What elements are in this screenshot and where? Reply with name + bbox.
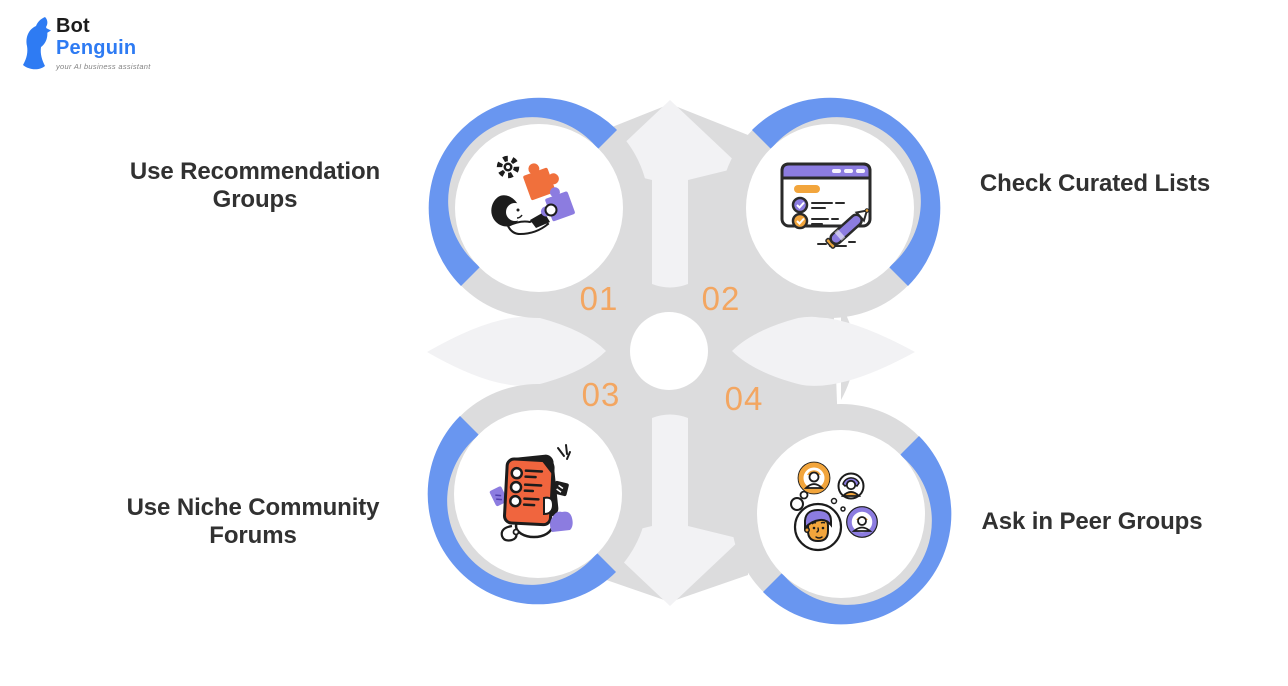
orange-board [503, 457, 555, 527]
step-label-1: Use Recommendation Groups [129, 158, 381, 214]
gripping-fingers [543, 496, 555, 516]
hair [803, 508, 832, 531]
center-hub [630, 312, 708, 390]
browser-header [780, 162, 872, 180]
check-circle-orange [791, 212, 809, 230]
puzzle-teamwork-illustration [491, 155, 575, 236]
title-pill [794, 185, 820, 193]
avatar-orange-ring [797, 461, 831, 495]
step-label-3: Use Niche Community Forums [126, 494, 380, 550]
star-point-south [599, 414, 741, 606]
logo-tagline: your AI business assistant [56, 62, 151, 71]
ring-blue-step4 [763, 436, 952, 625]
star-leaf-west [427, 316, 606, 386]
step-label-2: Check Curated Lists [979, 170, 1211, 197]
puzzle-piece-orange [523, 163, 559, 201]
connector-dot [840, 506, 846, 512]
clipboard-tasks-illustration [489, 444, 573, 542]
avatar-purple-ring [846, 506, 878, 538]
star-point-north [599, 100, 741, 288]
gear-icon [496, 155, 520, 179]
connector-dot [830, 497, 838, 505]
step-number-3: 03 [582, 376, 621, 413]
purple-mitt [550, 511, 573, 532]
star-leaf-east [732, 316, 915, 386]
main-face-bubble [793, 502, 843, 552]
header-dashes [832, 169, 865, 173]
logo-text-bot: Bot [56, 15, 90, 37]
penguin-icon [23, 17, 51, 70]
person-hand [544, 203, 558, 217]
purple-tag [489, 486, 508, 507]
logo-text-penguin: Penguin [56, 37, 137, 59]
pen-icon [825, 208, 870, 249]
ring-blue-halves [427, 97, 952, 625]
step-number-4: 04 [725, 380, 764, 417]
step-numbers: 01 02 03 04 [580, 280, 764, 417]
background-star [427, 100, 915, 606]
black-chip [552, 480, 569, 497]
step-number-1: 01 [580, 280, 619, 317]
peer-avatars-illustration [790, 461, 878, 552]
cord-loop [500, 524, 518, 542]
ring-blue-step3 [427, 416, 616, 605]
avatar-purple-hair [837, 472, 865, 500]
botpenguin-logo: Bot Penguin your AI business assistant [22, 16, 151, 72]
ring-blue-step2 [752, 97, 941, 287]
bubble-trail-large [790, 497, 804, 511]
checklist-pen-illustration [780, 162, 872, 249]
check-circle-purple [791, 196, 809, 214]
bubble-trail-small [799, 490, 809, 500]
step-number-2: 02 [702, 280, 741, 317]
ring-blue-step1 [428, 97, 617, 286]
step-label-4: Ask in Peer Groups [981, 508, 1203, 535]
spark-lines [557, 444, 571, 460]
